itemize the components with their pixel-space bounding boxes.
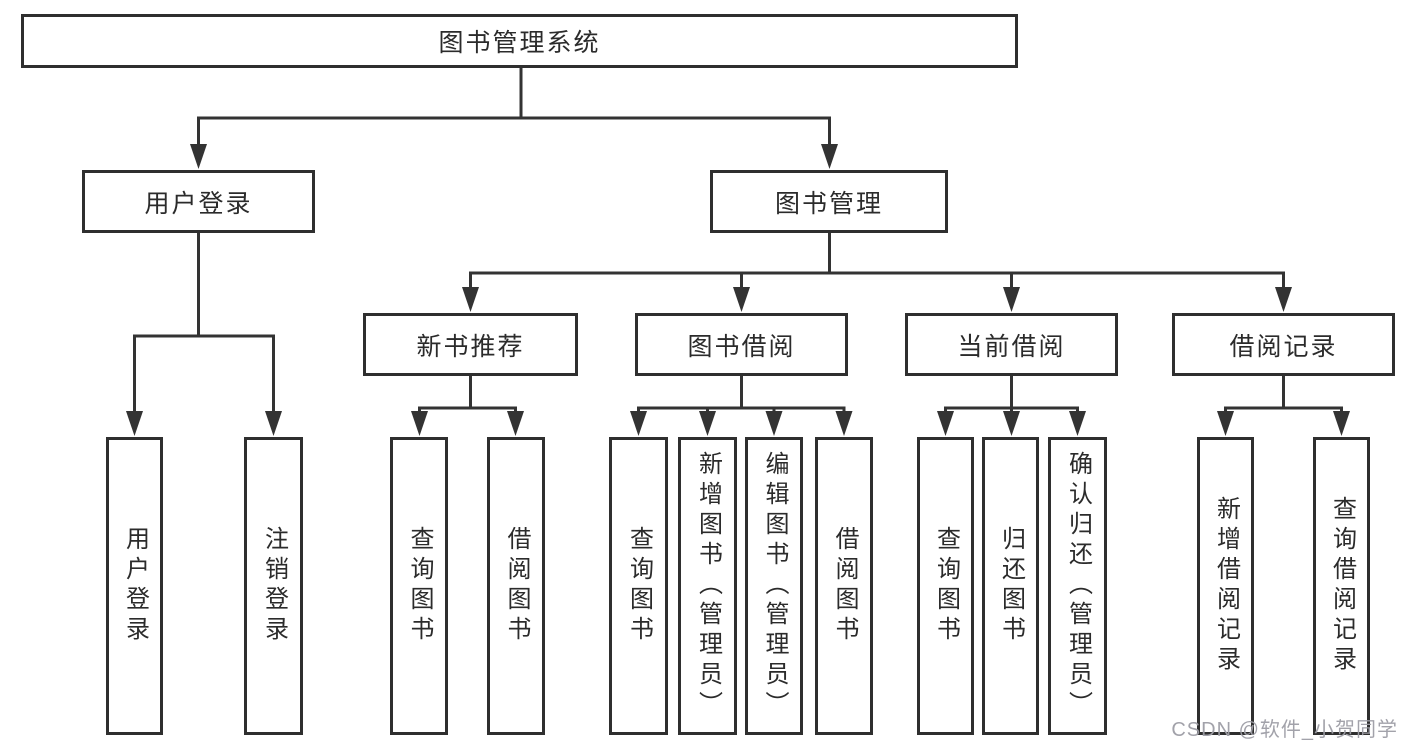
leaf-logout: 注销登录 bbox=[244, 437, 303, 735]
leaf-query-borrow-record: 查询借阅记录 bbox=[1313, 437, 1370, 735]
leaf-confirm-return-admin: 确认归还（管理员） bbox=[1048, 437, 1107, 735]
arrowhead-icons bbox=[126, 144, 1350, 436]
leaf-label: 用户登录 bbox=[121, 526, 149, 646]
leaf-label: 查询图书 bbox=[406, 526, 433, 646]
leaf-label: 查询图书 bbox=[625, 526, 653, 646]
leaf-query-books: 查询图书 bbox=[390, 437, 448, 735]
leaf-label: 编辑图书（管理员） bbox=[761, 451, 788, 721]
leaf-label: 新增图书（管理员） bbox=[694, 451, 722, 721]
leaf-label: 归还图书 bbox=[997, 526, 1025, 646]
leaf-label: 新增借阅记录 bbox=[1212, 496, 1240, 676]
node-library-system: 图书管理系统 bbox=[21, 14, 1018, 68]
leaf-query-books-3: 查询图书 bbox=[917, 437, 974, 735]
leaf-edit-book-admin: 编辑图书（管理员） bbox=[745, 437, 803, 735]
leaf-user-login: 用户登录 bbox=[106, 437, 163, 735]
csdn-watermark: CSDN @软件_小贺同学 bbox=[1171, 719, 1398, 741]
leaf-label: 借阅图书 bbox=[831, 526, 858, 646]
leaf-label: 注销登录 bbox=[260, 526, 288, 646]
leaf-label: 查询借阅记录 bbox=[1328, 496, 1356, 676]
leaf-add-book-admin: 新增图书（管理员） bbox=[678, 437, 737, 735]
leaf-label: 借阅图书 bbox=[503, 526, 530, 646]
leaf-borrow-books-2: 借阅图书 bbox=[815, 437, 873, 735]
leaf-borrow-books: 借阅图书 bbox=[487, 437, 545, 735]
node-book-borrowing: 图书借阅 bbox=[635, 313, 848, 376]
leaf-add-borrow-record: 新增借阅记录 bbox=[1197, 437, 1254, 735]
node-borrowing-records: 借阅记录 bbox=[1172, 313, 1395, 376]
node-book-management: 图书管理 bbox=[710, 170, 948, 233]
leaf-label: 确认归还（管理员） bbox=[1064, 451, 1092, 721]
leaf-return-books: 归还图书 bbox=[982, 437, 1039, 735]
leaf-label: 查询图书 bbox=[932, 526, 960, 646]
node-current-borrowing: 当前借阅 bbox=[905, 313, 1118, 376]
node-user-login: 用户登录 bbox=[82, 170, 315, 233]
leaf-query-books-2: 查询图书 bbox=[609, 437, 668, 735]
node-new-book-recommendation: 新书推荐 bbox=[363, 313, 578, 376]
